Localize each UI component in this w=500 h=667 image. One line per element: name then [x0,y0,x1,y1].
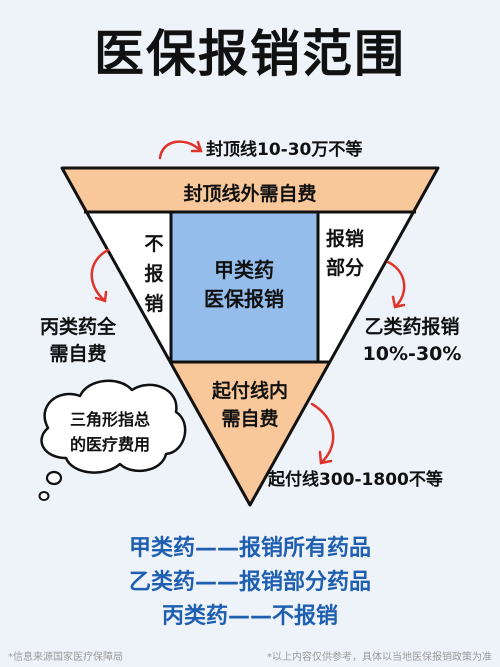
left-note-line-1: 丙类药全 [40,315,117,338]
left-col-char-3: 销 [144,292,163,315]
list-item-class-a: 甲类药——报销所有药品 [128,536,371,561]
left-note-line-2: 需自费 [49,342,106,365]
center-box-line-1: 甲类药 [214,258,274,282]
bottom-band-line-1: 起付线内 [211,379,288,402]
band-top-fill [62,168,438,212]
right-note-line-2: 10%-30% [363,343,462,365]
bubble-line-2: 的医疗费用 [70,435,150,454]
bottom-band-fill [171,362,329,505]
bubble-line-1: 三角形指总 [70,410,150,429]
right-note-line-1: 乙类药报销 [364,315,459,338]
arrow-left-note-icon [90,248,110,303]
ceiling-note: 封顶线10-30万不等 [206,139,362,160]
list-item-class-b: 乙类药——报销部分药品 [128,570,371,595]
center-box [171,212,318,362]
left-col-char-1: 不 [144,233,163,255]
arrow-deductible-icon [310,402,335,465]
bottom-band-line-2: 需自费 [221,407,278,430]
list-item-class-c: 丙类药——不报销 [161,604,338,629]
right-col-line-1: 报销 [326,227,364,250]
center-box-line-2: 医保报销 [204,287,284,311]
band-top-label: 封顶线外需自费 [183,182,316,205]
page-title: 医保报销范围 [94,25,406,83]
left-col-char-2: 报 [144,262,163,285]
thought-bubble [38,379,187,501]
deductible-note: 起付线300-1800不等 [267,469,443,490]
footer-disclaimer: *以上内容仅供参考，具体以当地医保报销政策为准 [267,652,492,663]
right-col-line-2: 部分 [326,256,364,279]
triangle-outline [60,166,440,507]
arrow-ceiling-icon [158,140,203,160]
footer-source: *信息来源国家医疗保障局 [8,652,123,663]
arrow-right-note-icon [386,260,406,309]
